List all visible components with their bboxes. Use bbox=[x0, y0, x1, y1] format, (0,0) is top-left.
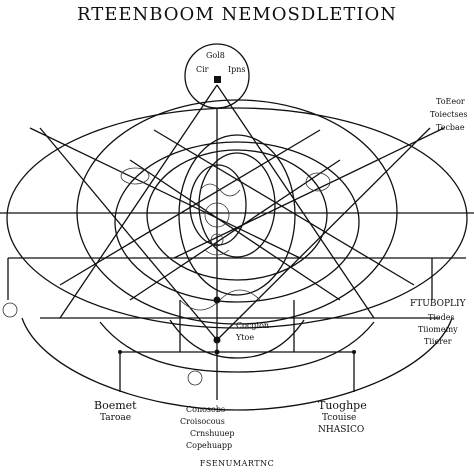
inner-ellipse-2 bbox=[178, 134, 296, 296]
lower-node bbox=[213, 336, 221, 344]
bottom-center-label-1: Conosobs bbox=[186, 405, 226, 414]
top-node bbox=[214, 76, 221, 83]
right-mid-label-4: Tiierer bbox=[424, 337, 452, 346]
motif-right-figure bbox=[305, 172, 331, 192]
right-top-label-1: ToEeor bbox=[436, 97, 465, 106]
left-node bbox=[118, 350, 122, 354]
top-circle-label-2: Cir bbox=[196, 65, 209, 74]
bottom-left-label-1: Boemet bbox=[94, 399, 137, 412]
bottom-center-label-2: Croisocous bbox=[180, 417, 225, 426]
diagram-footer: FSENUMARTNC bbox=[199, 459, 275, 468]
bottom-ellipse-arc bbox=[21, 317, 453, 411]
second-ellipse bbox=[76, 99, 398, 325]
inner-ellipse-1 bbox=[146, 149, 328, 281]
motif-swirl-1 bbox=[199, 183, 241, 197]
tri-up-right bbox=[216, 84, 375, 319]
top-circle-label-3: Ipns bbox=[228, 65, 246, 74]
star-right-1 bbox=[173, 127, 445, 259]
right-mid-label-3: Tiiomemy bbox=[418, 325, 458, 334]
bottom-left-label-2: Taroae bbox=[100, 413, 132, 423]
center-label-2: Ytoe bbox=[236, 333, 255, 342]
right-mid-label-1: FTUBOPLIY bbox=[410, 299, 466, 309]
bottom-center-label-4: Copehuapp bbox=[186, 441, 233, 450]
star-right-2 bbox=[153, 129, 415, 286]
tri-down-left bbox=[39, 127, 218, 341]
bottom-bowl bbox=[99, 321, 375, 373]
bottom-inner-bowl bbox=[169, 319, 305, 359]
core-ring bbox=[198, 152, 276, 258]
motif-center-circle bbox=[204, 202, 230, 228]
right-top-label-3: Tecbae bbox=[436, 123, 465, 132]
bottom-node bbox=[214, 349, 220, 355]
outer-ellipse bbox=[6, 107, 468, 329]
star-left-2 bbox=[59, 129, 321, 286]
star-left-1 bbox=[29, 127, 301, 259]
motif-bottom-figure bbox=[187, 370, 203, 386]
third-ellipse bbox=[114, 141, 360, 303]
center-label-1: Cocgion bbox=[236, 321, 270, 330]
right-mid-label-2: Tiedes bbox=[428, 313, 455, 322]
motif-left-figure bbox=[120, 167, 150, 185]
motif-center-dot-ring bbox=[210, 233, 224, 247]
bottom-right-label-3: NHASICO bbox=[318, 425, 365, 435]
bottom-right-label-1: Tuoghpe bbox=[318, 399, 367, 412]
right-top-label-2: Toiectses bbox=[430, 110, 468, 119]
bottom-center-label-3: Crnshuuep bbox=[190, 429, 235, 438]
tri-down-right bbox=[216, 127, 431, 341]
cross-2 bbox=[129, 159, 341, 301]
top-circle-label-1: Gol8 bbox=[206, 51, 225, 60]
center-node bbox=[213, 296, 221, 304]
motif-left-edge bbox=[2, 302, 18, 318]
diagram-title: RTEENBOOM NEMOSDLETION bbox=[76, 4, 398, 25]
tri-up-left bbox=[59, 84, 218, 319]
motif-swirl-2 bbox=[204, 249, 230, 256]
right-node bbox=[352, 350, 356, 354]
bottom-right-label-2: Tcouise bbox=[322, 413, 357, 423]
